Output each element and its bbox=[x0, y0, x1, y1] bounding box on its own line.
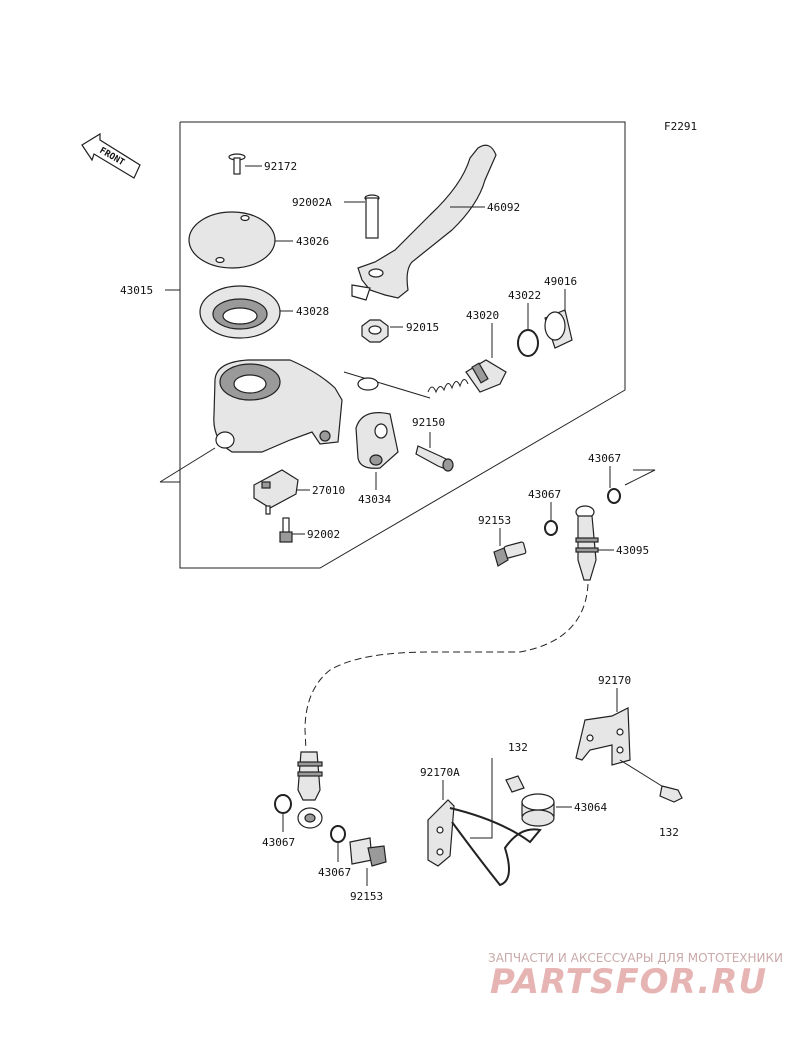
watermark-brand: PARTSFOR.RU bbox=[490, 962, 767, 1002]
label-43020: 43020 bbox=[466, 309, 499, 322]
piston-assembly-43020 bbox=[427, 359, 507, 394]
label-49016: 49016 bbox=[544, 275, 577, 288]
screw-92172 bbox=[228, 153, 246, 175]
clamp-43034 bbox=[355, 412, 399, 469]
brake-hose bbox=[304, 583, 589, 751]
label-92153-a: 92153 bbox=[478, 514, 511, 527]
label-43064: 43064 bbox=[574, 801, 607, 814]
label-43015: 43015 bbox=[120, 284, 153, 297]
switch-27010 bbox=[253, 469, 299, 515]
washer-43067-upper-b bbox=[607, 488, 621, 504]
assembly-frame bbox=[159, 121, 626, 569]
clamp-bolt-92150 bbox=[415, 445, 454, 472]
label-43067-b: 43067 bbox=[528, 488, 561, 501]
bolt-132-center bbox=[505, 775, 525, 793]
label-43095: 43095 bbox=[616, 544, 649, 557]
label-43034: 43034 bbox=[358, 493, 391, 506]
label-92002: 92002 bbox=[307, 528, 340, 541]
boot-49016 bbox=[544, 309, 573, 349]
label-132-b: 132 bbox=[659, 826, 679, 839]
label-92153-b: 92153 bbox=[350, 890, 383, 903]
master-cylinder-body bbox=[213, 359, 343, 453]
washer-43067-lower-b bbox=[330, 825, 346, 843]
label-92170: 92170 bbox=[598, 674, 631, 687]
label-92170A: 92170A bbox=[420, 766, 460, 779]
screw-92002 bbox=[279, 517, 293, 543]
label-132-a: 132 bbox=[508, 741, 528, 754]
washer-43067-lower-a bbox=[274, 794, 292, 814]
watermark-tagline: ЗАПЧАСТИ И АКСЕССУАРЫ ДЛЯ МОТОТЕХНИКИ bbox=[488, 951, 783, 965]
label-92150: 92150 bbox=[412, 416, 445, 429]
circlip-43022 bbox=[517, 329, 539, 357]
bracket-92170 bbox=[575, 707, 631, 766]
diagram-code: F2291 bbox=[664, 120, 697, 133]
label-46092: 46092 bbox=[487, 201, 520, 214]
label-43067-d: 43067 bbox=[318, 866, 351, 879]
washer-clamp bbox=[357, 377, 379, 391]
label-43067-a: 43067 bbox=[588, 452, 621, 465]
bracket-92170A bbox=[427, 799, 542, 887]
label-43022: 43022 bbox=[508, 289, 541, 302]
hose-fitting-43095-upper bbox=[575, 505, 599, 581]
label-27010: 27010 bbox=[312, 484, 345, 497]
hose-fitting-lower bbox=[297, 751, 323, 829]
label-43067-c: 43067 bbox=[262, 836, 295, 849]
grommet-43064 bbox=[521, 793, 555, 827]
nut-92015 bbox=[361, 319, 389, 343]
pivot-bolt-92002A bbox=[364, 194, 380, 239]
bolt-132-right bbox=[659, 785, 683, 803]
washer-43067-upper-a bbox=[544, 520, 558, 536]
label-92015: 92015 bbox=[406, 321, 439, 334]
brake-lever-46092 bbox=[351, 144, 497, 301]
label-43028: 43028 bbox=[296, 305, 329, 318]
front-arrow-icon: FRONT bbox=[81, 132, 141, 179]
label-92172: 92172 bbox=[264, 160, 297, 173]
label-43026: 43026 bbox=[296, 235, 329, 248]
reservoir-cap-43026 bbox=[188, 211, 276, 269]
banjo-bolt-92153-upper bbox=[493, 541, 527, 567]
diaphragm-43028 bbox=[199, 285, 281, 339]
banjo-bolt-92153-lower bbox=[349, 837, 387, 867]
label-92002A: 92002A bbox=[292, 196, 332, 209]
